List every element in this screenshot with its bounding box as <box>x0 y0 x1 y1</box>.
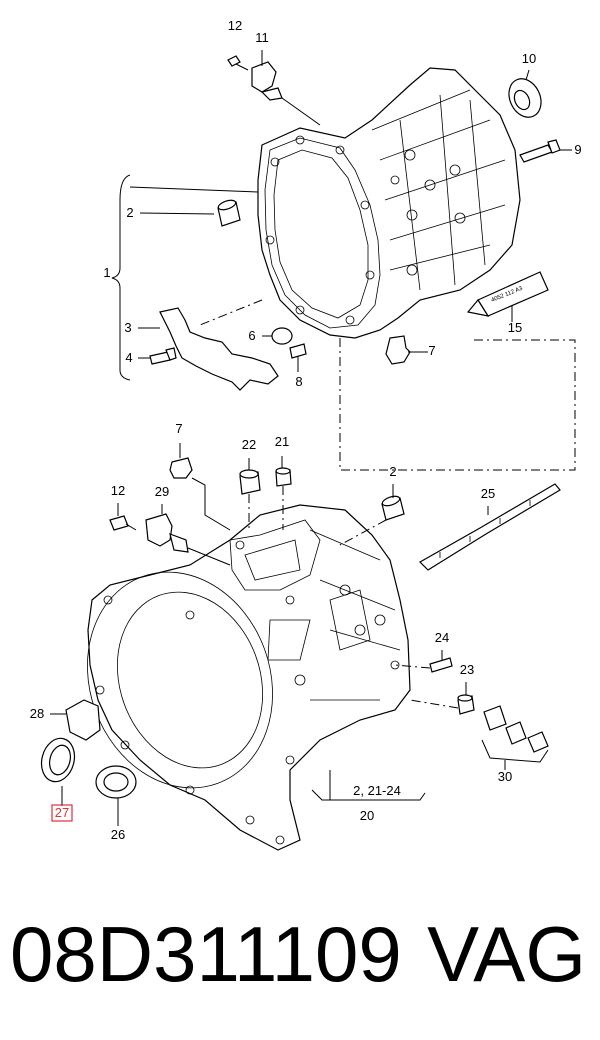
callout-c26: 26 <box>111 827 125 842</box>
callout-c7b: 7 <box>175 421 182 436</box>
part-12-bolt-top <box>227 55 249 71</box>
exploded-parts-diagram: 4052 112 A3 <box>30 18 582 851</box>
part-10-seal <box>508 69 542 118</box>
callout-c3: 3 <box>124 320 131 335</box>
footer: 08D311109 VAG <box>0 905 600 1025</box>
callout-c8: 8 <box>295 374 302 389</box>
callout-c29: 29 <box>155 484 169 499</box>
part-26-seal <box>95 765 137 826</box>
part-6-plug <box>262 327 293 345</box>
part-22-sleeve <box>239 458 261 530</box>
callout-c2_21_24: 2, 21-24 <box>353 783 401 798</box>
connector-line-upper <box>339 338 576 471</box>
callout-c23: 23 <box>460 662 474 677</box>
highlight-label: 27 <box>55 805 69 820</box>
part-24-pin <box>394 650 453 673</box>
part-9-bolt <box>519 139 572 163</box>
part-15-sealant-tube: 4052 112 A3 <box>466 271 549 322</box>
part-27-seal <box>40 737 76 806</box>
callout-c6: 6 <box>248 328 255 343</box>
callout-c24: 24 <box>435 630 449 645</box>
callout-c25: 25 <box>481 486 495 501</box>
callout-c15: 15 <box>508 320 522 335</box>
highlighted-callout-27: 27 <box>51 804 73 822</box>
part-7-plug-upper <box>385 335 428 365</box>
part-4-bolt <box>138 347 177 365</box>
callout-c1: 1 <box>103 265 110 280</box>
part-3-plate <box>138 307 279 391</box>
part-30-assembly <box>481 705 549 770</box>
part-21-sleeve <box>275 456 292 530</box>
part-8-pin <box>289 343 307 372</box>
callout-c12a: 12 <box>228 18 242 33</box>
part-number: 08D311109 <box>10 910 402 998</box>
callout-c30: 30 <box>498 769 512 784</box>
bracket-1 <box>111 174 131 381</box>
highlight-box <box>51 804 73 822</box>
part-29-sensor <box>145 504 231 566</box>
part-2-sleeve-upper <box>139 199 241 227</box>
callout-c4: 4 <box>125 350 132 365</box>
part-12-bolt-lower <box>109 503 137 531</box>
upper-transmission-housing <box>257 67 521 339</box>
part-25-rail <box>419 483 561 571</box>
lower-bell-housing <box>87 504 411 851</box>
callout-c10: 10 <box>522 51 536 66</box>
callout-c9: 9 <box>574 142 581 157</box>
leader-1 <box>129 186 259 193</box>
part-7-plug-lower <box>169 443 231 531</box>
part-28-damper <box>50 699 101 741</box>
callout-c22: 22 <box>242 437 256 452</box>
callout-c2b: 2 <box>389 464 396 479</box>
callout-c20: 20 <box>360 808 374 823</box>
callout-c2a: 2 <box>126 205 133 220</box>
part-11-sensor <box>251 50 321 126</box>
callout-c21: 21 <box>275 434 289 449</box>
callout-c12b: 12 <box>111 483 125 498</box>
callout-c11: 11 <box>255 30 269 45</box>
part-2-sleeve-lower <box>339 484 405 546</box>
connector-line-middle <box>199 299 263 326</box>
bracket-20 <box>311 789 426 801</box>
part-23-sleeve <box>409 682 475 715</box>
callout-c28: 28 <box>30 706 44 721</box>
brand-name: VAG <box>427 910 586 998</box>
callout-c7a: 7 <box>428 343 435 358</box>
